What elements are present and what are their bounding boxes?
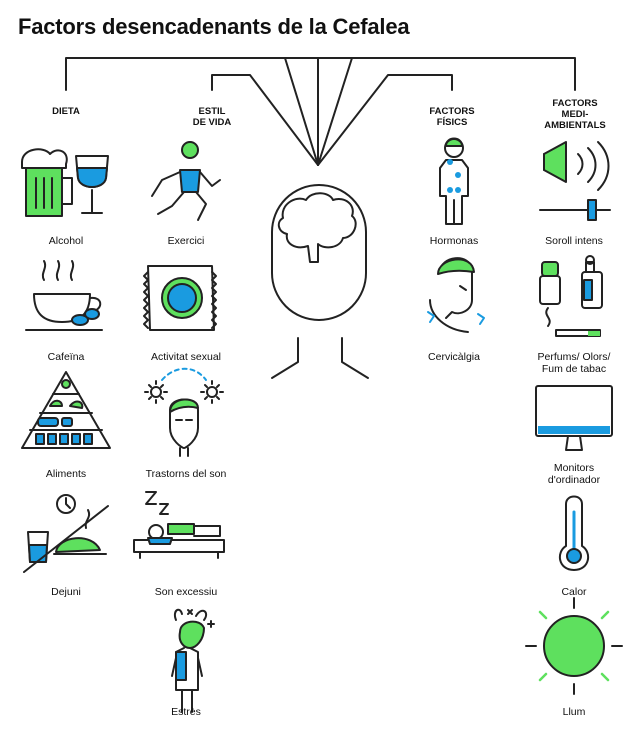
fasting-icon <box>23 494 109 573</box>
label-trastorns-son: Trastorns del son <box>145 468 227 480</box>
category-estil-vida: ESTIL DE VIDA <box>192 106 232 128</box>
thermometer-icon <box>558 495 590 571</box>
sun-light-icon <box>525 597 623 695</box>
label-exercici: Exercici <box>167 235 205 247</box>
label-hormonas: Hormonas <box>429 235 479 247</box>
beer-and-wine-icon <box>21 148 109 217</box>
neck-pain-icon <box>427 257 485 333</box>
page-title: Factors desencadenants de la Cefalea <box>18 14 410 39</box>
label-estres: Estrès <box>171 706 201 718</box>
category-factors-mediambientals: FACTORS MEDI- AMBIENTALS <box>544 98 606 131</box>
sleeping-person-icon <box>133 491 225 559</box>
label-cafeina: Cafeïna <box>47 351 85 363</box>
label-cervicalgia: Cervicàlgia <box>428 351 480 363</box>
stressed-person-icon <box>171 608 215 713</box>
sleep-disorder-icon <box>144 367 224 457</box>
condom-icon <box>143 265 217 331</box>
label-perfums: Perfums/ Olors/ Fum de tabac <box>537 351 611 375</box>
label-dejuni: Dejuni <box>51 586 81 598</box>
category-factors-fisics: FACTORS FÍSICS <box>429 106 475 128</box>
computer-monitor-icon <box>535 385 613 451</box>
runner-icon <box>151 141 221 221</box>
label-alcohol: Alcohol <box>48 235 84 247</box>
label-son-excessiu: Son excessiu <box>154 586 218 598</box>
coffee-cup-icon <box>25 260 103 331</box>
body-hormones-icon <box>439 137 469 225</box>
label-activitat-sexual: Activitat sexual <box>150 351 222 363</box>
head-brain-icon <box>271 184 369 379</box>
label-monitors: Monitors d'ordinador <box>547 462 601 486</box>
label-calor: Calor <box>561 586 587 598</box>
label-llum: Llum <box>562 706 586 718</box>
food-pyramid-icon <box>21 371 111 449</box>
perfume-smoke-icon <box>539 255 603 337</box>
connector-lines <box>65 57 576 166</box>
category-dieta: DIETA <box>52 106 80 117</box>
loud-speaker-icon <box>539 141 611 221</box>
label-soroll: Soroll intens <box>545 235 603 247</box>
label-aliments: Aliments <box>45 468 87 480</box>
